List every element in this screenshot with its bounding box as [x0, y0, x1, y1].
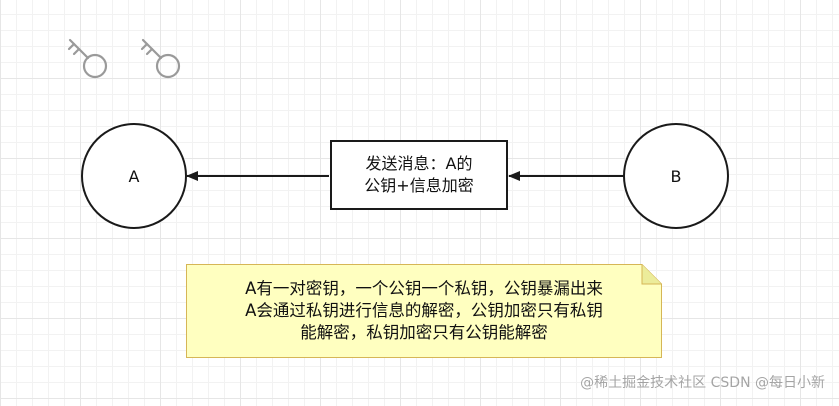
- note-line-1: A有一对密钥，一个公钥一个私钥，公钥暴漏出来: [245, 279, 603, 298]
- message-box[interactable]: 发送消息：A的 公钥+信息加密: [330, 140, 508, 210]
- node-b[interactable]: B: [623, 123, 729, 229]
- key-icon: [67, 38, 108, 79]
- key-icon: [140, 38, 181, 79]
- node-b-label: B: [671, 167, 682, 186]
- message-line-2: 公钥+信息加密: [364, 176, 474, 195]
- note-line-2: A会通过私钥进行信息的解密，公钥加密只有私钥: [245, 301, 603, 320]
- node-a[interactable]: A: [81, 123, 187, 229]
- note-shape: [186, 264, 662, 358]
- note-line-3: 能解密，私钥加密只有公钥能解密: [300, 323, 548, 342]
- node-a-label: A: [129, 167, 140, 186]
- message-line-1: 发送消息：A的: [365, 154, 473, 173]
- note-box[interactable]: A有一对密钥，一个公钥一个私钥，公钥暴漏出来 A会通过私钥进行信息的解密，公钥加…: [186, 264, 662, 358]
- watermark: @稀土掘金技术社区 CSDN @每日小新: [580, 375, 825, 391]
